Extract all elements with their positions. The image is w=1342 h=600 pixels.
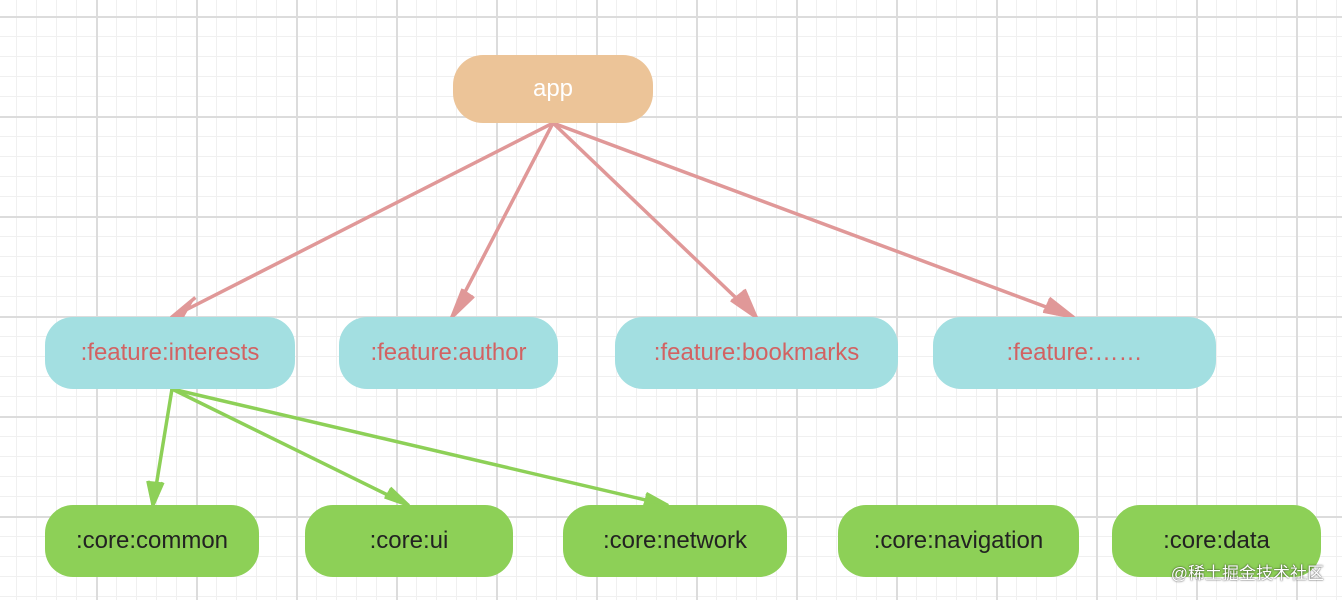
node-core-navigation-label: :core:navigation xyxy=(873,527,1044,554)
edge-app-to-feature-etc xyxy=(551,121,1075,319)
node-core-navigation: :core:navigation xyxy=(838,505,1079,577)
edge-app-to-feature-author xyxy=(450,121,555,319)
node-feature-author: :feature:author xyxy=(339,317,558,389)
node-core-ui: :core:ui xyxy=(305,505,513,577)
node-core-common: :core:common xyxy=(45,505,259,577)
node-feature-etc-label: :feature:…… xyxy=(1006,339,1143,366)
node-core-data-label: :core:data xyxy=(1163,527,1270,554)
node-core-network: :core:network xyxy=(563,505,787,577)
node-feature-author-label: :feature:author xyxy=(370,339,527,366)
node-feature-bookmarks: :feature:bookmarks xyxy=(615,317,898,389)
edge-interests-to-core-network xyxy=(170,387,669,507)
node-app-label: app xyxy=(532,75,574,102)
node-feature-interests: :feature:interests xyxy=(45,317,295,389)
edge-app-to-feature-interests xyxy=(170,121,555,319)
node-feature-etc: :feature:…… xyxy=(933,317,1216,389)
node-core-data: :core:data xyxy=(1112,505,1321,577)
edge-app-to-feature-bookmarks xyxy=(551,121,758,319)
node-core-network-label: :core:network xyxy=(602,527,748,554)
node-feature-bookmarks-label: :feature:bookmarks xyxy=(653,339,860,366)
node-app: app xyxy=(453,55,653,123)
node-feature-interests-label: :feature:interests xyxy=(80,339,260,366)
node-core-ui-label: :core:ui xyxy=(369,527,449,554)
edge-interests-to-core-ui xyxy=(170,387,410,507)
node-core-common-label: :core:common xyxy=(75,527,229,554)
watermark: @稀土掘金技术社区 xyxy=(1170,564,1324,583)
edge-interests-to-core-common xyxy=(146,387,174,507)
